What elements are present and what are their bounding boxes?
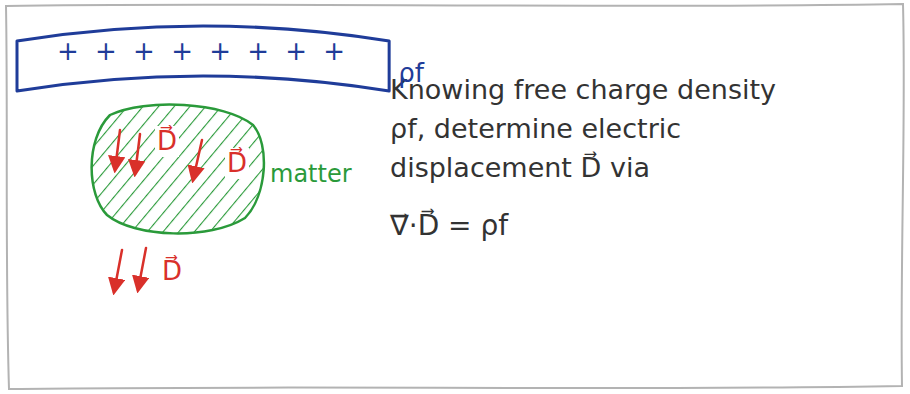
charge-signs: + + + + + + + + <box>57 36 349 67</box>
field-arrow <box>135 134 140 174</box>
vector-label: D⃗ <box>160 256 184 287</box>
field-arrow <box>138 248 146 290</box>
vector-label: D⃗ <box>155 126 179 157</box>
band-outline <box>17 26 389 91</box>
field-arrow <box>115 130 120 170</box>
vector-label: D⃗ <box>225 148 249 179</box>
equation-text: ∇⃗·D⃗ = ρf <box>390 209 508 243</box>
matter-label: matter <box>270 160 352 189</box>
description-text: Knowing free charge density ρf, determin… <box>390 70 800 187</box>
matter-region: D⃗ D⃗ matter <box>85 100 365 240</box>
matter-outline <box>92 105 264 234</box>
charge-density-label: ρf <box>398 58 424 89</box>
field-arrow <box>193 140 202 180</box>
charged-band: + + + + + + + + ρf <box>12 6 430 106</box>
frame-outline <box>6 4 904 389</box>
field-arrow <box>114 250 122 292</box>
